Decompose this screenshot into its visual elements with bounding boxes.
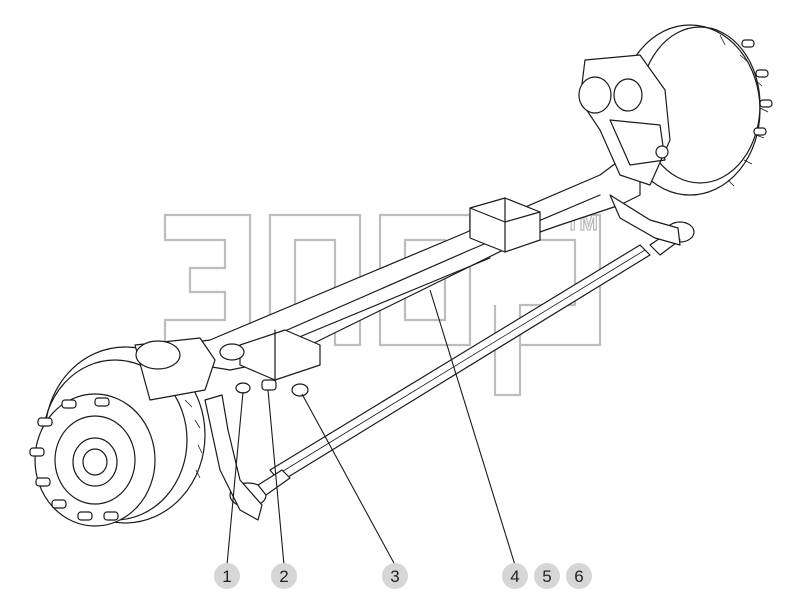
- callout-1: 1: [214, 563, 240, 589]
- right-wheel-hub: [578, 24, 773, 196]
- callout-label: 5: [542, 567, 551, 586]
- left-wheel-studs: [29, 397, 119, 521]
- callout-label: 6: [574, 567, 583, 586]
- callout-3: 3: [382, 563, 408, 589]
- callout-label: 4: [510, 567, 519, 586]
- right-steering-arm: [609, 194, 681, 246]
- left-steering-arm: [204, 394, 263, 521]
- left-fittings: [219, 343, 309, 397]
- right-wheel-studs: [741, 39, 773, 136]
- leader-lines: [226, 289, 516, 566]
- callout-5: 5: [534, 563, 560, 589]
- left-wheel-hub: [29, 337, 216, 527]
- callout-label: 3: [390, 567, 399, 586]
- callout-label: 2: [279, 567, 288, 586]
- callout-label: 1: [222, 567, 231, 586]
- axle-beam: [134, 159, 641, 381]
- callout-4: 4: [502, 563, 528, 589]
- callout-2: 2: [271, 563, 297, 589]
- callout-6: 6: [566, 563, 592, 589]
